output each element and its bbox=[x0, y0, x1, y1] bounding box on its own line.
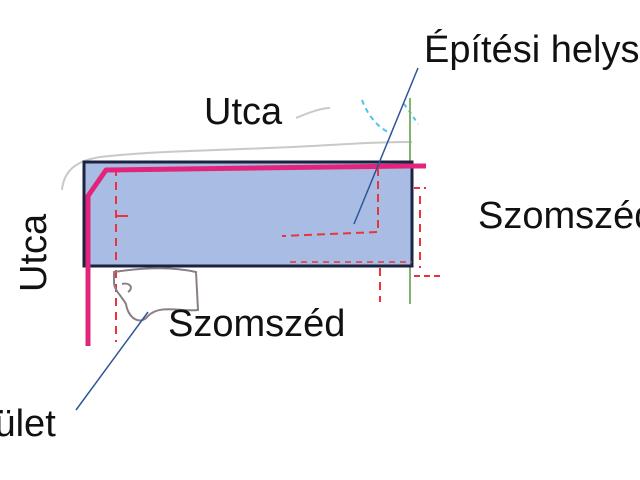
label-building: Épület bbox=[0, 402, 56, 445]
street-sketch-curb bbox=[295, 107, 331, 119]
existing-building-detail bbox=[121, 282, 132, 293]
pointer-building-site bbox=[353, 67, 419, 225]
gate-arc-dashed-2 bbox=[403, 103, 419, 125]
building-plot bbox=[82, 160, 414, 268]
pointer-building bbox=[75, 311, 149, 411]
existing-building-outline bbox=[113, 267, 200, 322]
gate-arc-dashed bbox=[361, 99, 393, 135]
plot-boundary-magenta bbox=[85, 163, 426, 346]
label-street-left: Utca bbox=[13, 213, 55, 292]
label-neighbor-bottom: Szomszéd bbox=[168, 303, 345, 345]
label-street-top: Utca bbox=[204, 91, 283, 133]
label-neighbor-right: Szomszéd bbox=[478, 195, 640, 237]
label-building-site: Építési helyszín bbox=[424, 28, 640, 71]
outer-setback-right-ticks bbox=[414, 187, 440, 277]
